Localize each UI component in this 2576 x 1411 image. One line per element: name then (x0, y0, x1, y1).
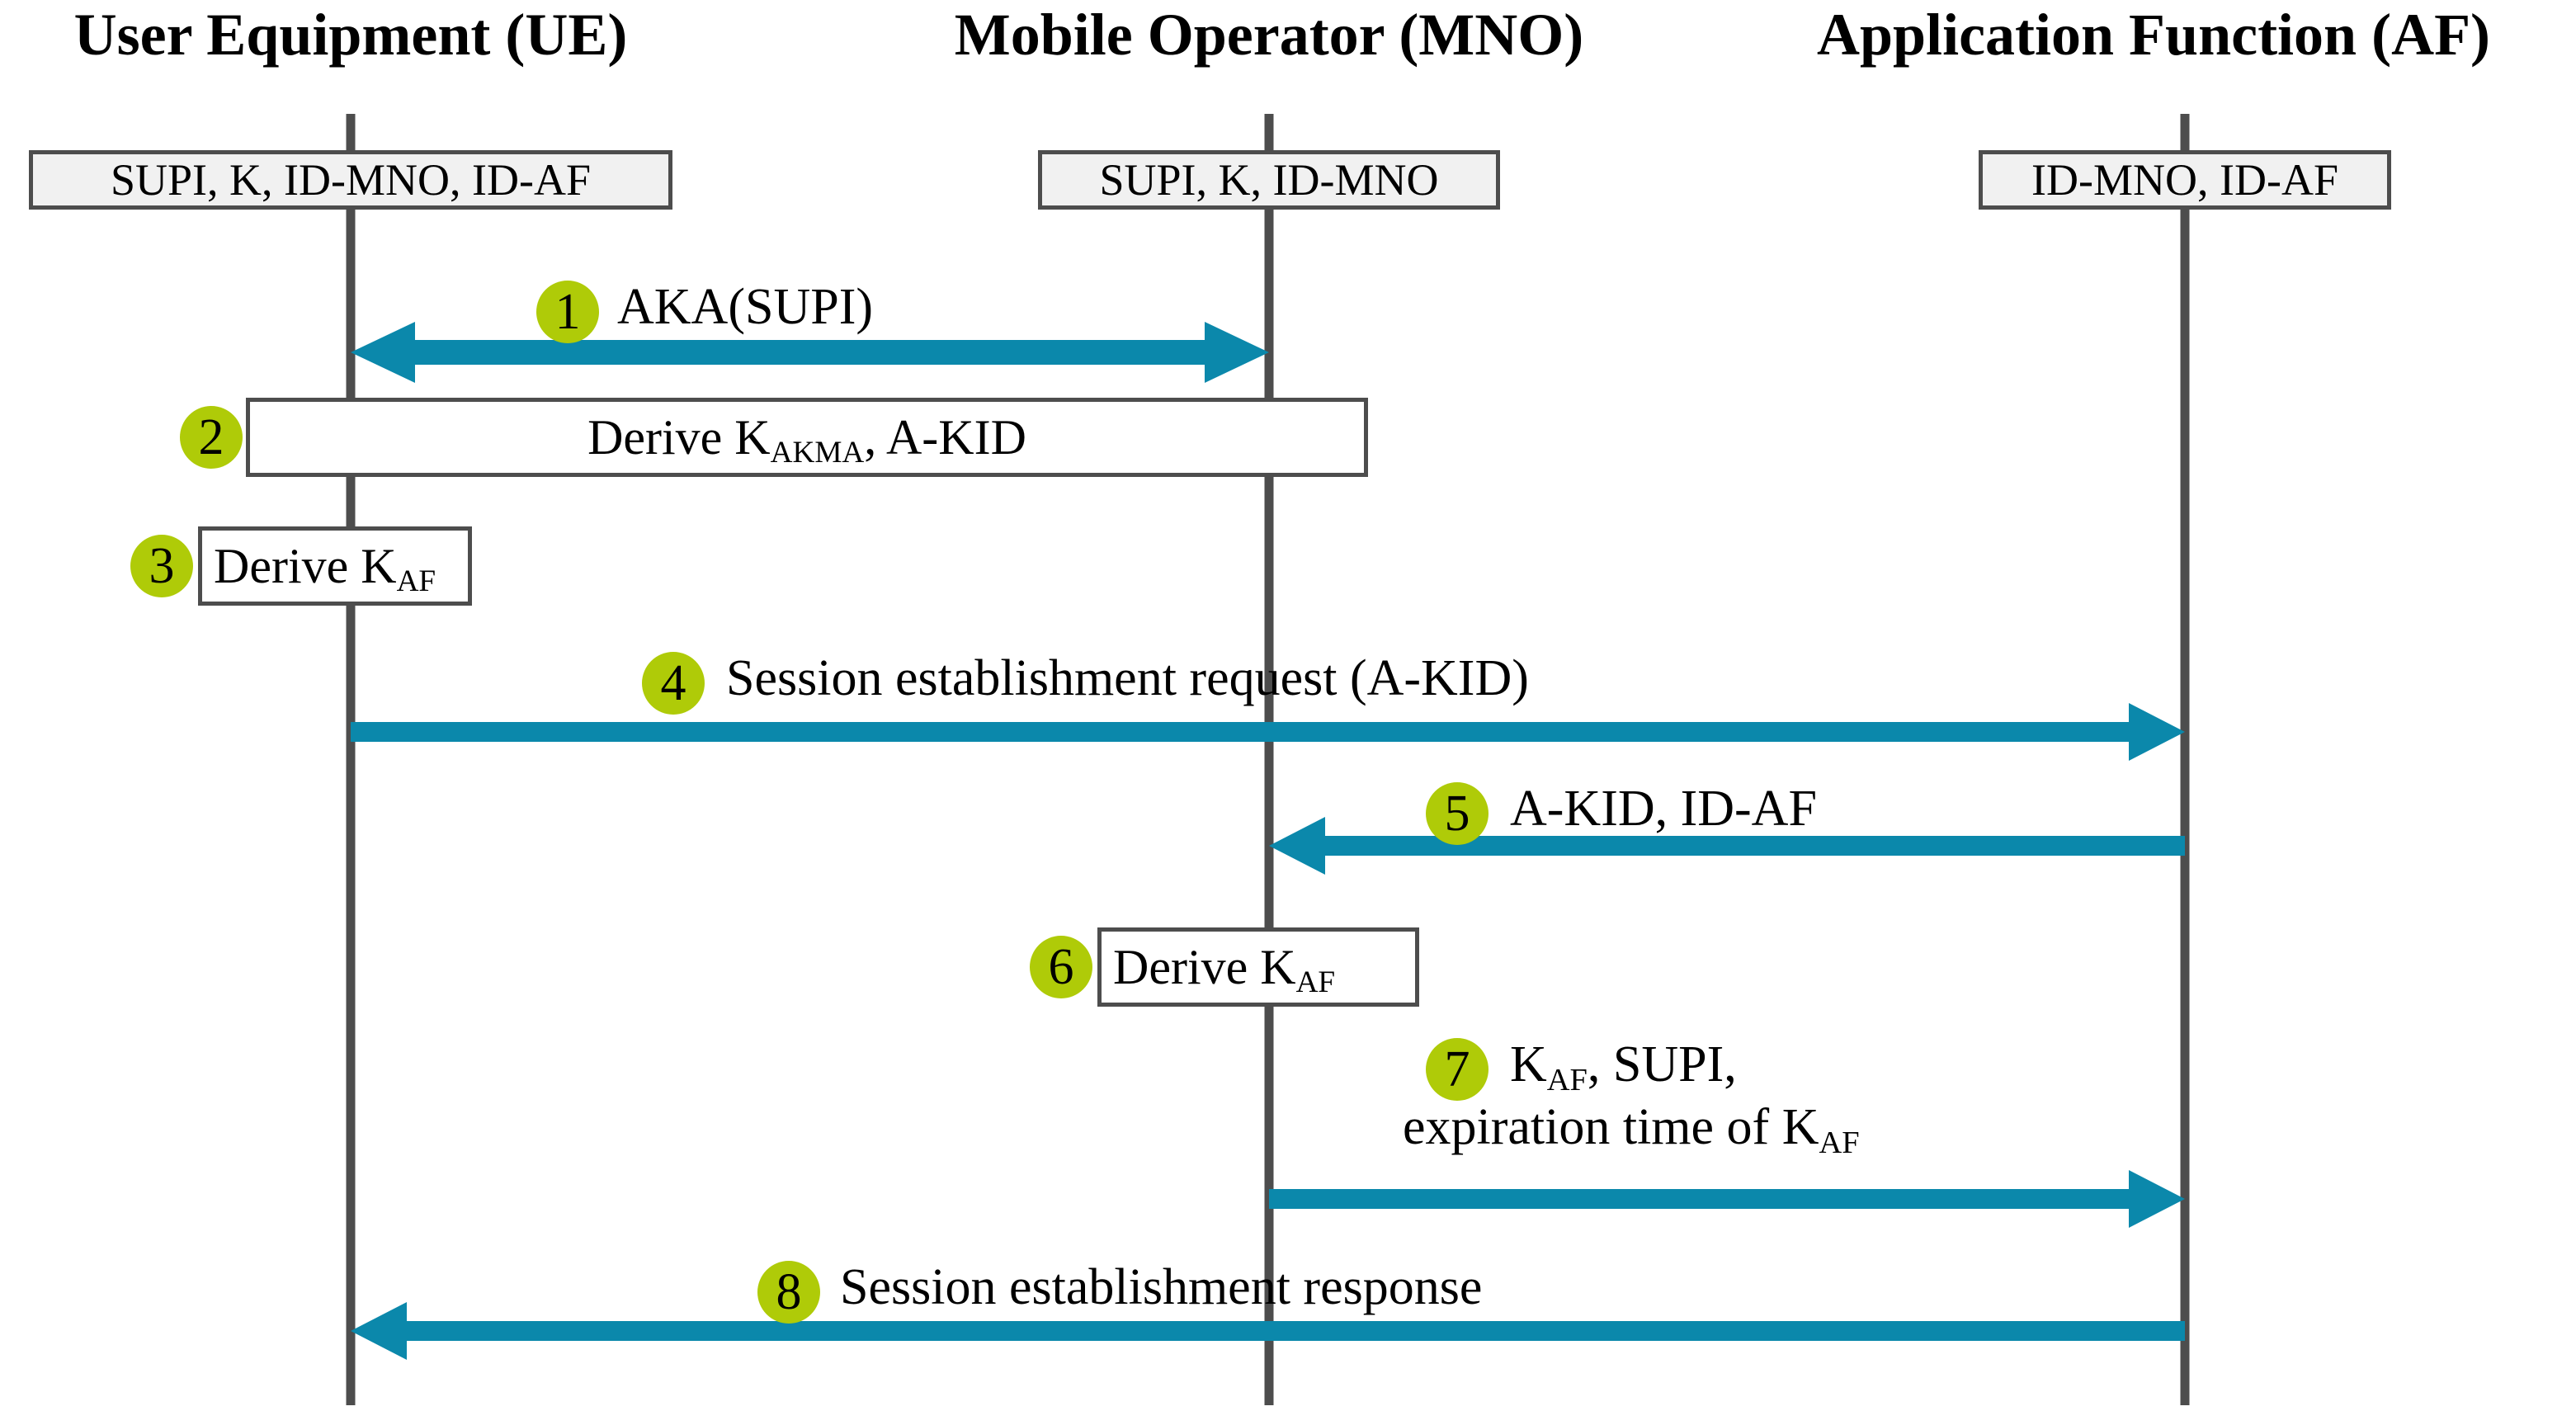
step-label-1: AKA(SUPI) (617, 279, 873, 335)
lifeline-mno (1264, 114, 1274, 1405)
process-box-step-2-text: Derive KAKMA, A-KID (587, 410, 1026, 470)
step-badge-4: 4 (642, 652, 705, 715)
actor-title-mno: Mobile Operator (MNO) (954, 2, 1584, 68)
step-badge-7: 7 (1426, 1038, 1489, 1101)
step-label-5: A-KID, ID-AF (1510, 781, 1817, 837)
arrow-step-5 (1269, 817, 2185, 875)
step-badge-2: 2 (180, 406, 243, 469)
actor-title-ue: User Equipment (UE) (73, 2, 628, 68)
step-badge-1: 1 (536, 281, 599, 343)
arrow-step-1 (351, 322, 1269, 383)
step-badge-3: 3 (130, 535, 193, 597)
actor-title-af: Application Function (AF) (1816, 2, 2491, 68)
arrow-step-8 (351, 1302, 2185, 1360)
step-badge-5: 5 (1426, 782, 1489, 845)
process-box-step-2: Derive KAKMA, A-KID (246, 398, 1368, 477)
step-label-7-line-1: KAF, SUPI, (1510, 1036, 1737, 1097)
lifeline-ue (346, 114, 356, 1405)
param-box-af: ID-MNO, ID-AF (1979, 150, 2391, 210)
step-label-7-line-2: expiration time of KAF (1403, 1099, 1860, 1160)
param-box-ue: SUPI, K, ID-MNO, ID-AF (29, 150, 672, 210)
param-box-mno: SUPI, K, ID-MNO (1038, 150, 1500, 210)
arrow-step-4 (351, 703, 2185, 761)
step-label-8: Session establishment response (840, 1259, 1483, 1315)
arrow-step-7 (1269, 1170, 2185, 1228)
process-box-step-3-text: Derive KAF (214, 539, 436, 599)
step-label-7: KAF, SUPI, (1510, 1036, 1737, 1097)
step-badge-8: 8 (757, 1261, 820, 1324)
step-label-4: Session establishment request (A-KID) (726, 650, 1529, 706)
step-label-7-line-2-wrap: expiration time of KAF (1403, 1099, 1860, 1160)
process-box-step-3: Derive KAF (198, 526, 472, 606)
step-badge-6: 6 (1030, 936, 1092, 998)
process-box-step-6: Derive KAF (1097, 927, 1419, 1007)
process-box-step-6-text: Derive KAF (1113, 940, 1336, 1000)
lifeline-af (2180, 114, 2190, 1405)
